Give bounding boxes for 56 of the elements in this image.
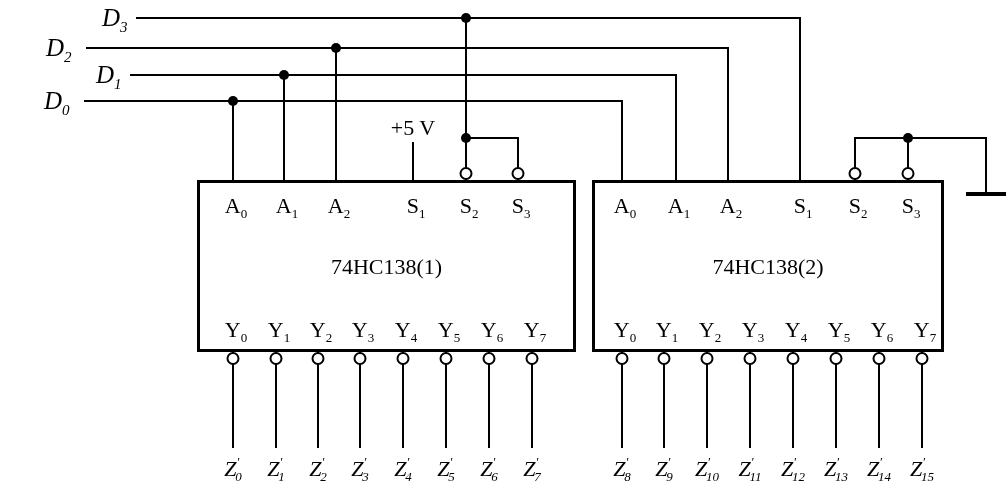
input-label: D$_{2}$ bbox=[46, 34, 86, 62]
pin-label: Y$_{4}$ bbox=[779, 313, 813, 355]
pin-label: A$_{1}$ bbox=[265, 183, 309, 225]
pin-label: Y$_{1}$ bbox=[257, 313, 301, 355]
pin-label: S$_{1}$ bbox=[394, 183, 438, 225]
wire bbox=[657, 351, 671, 449]
chip-label: 74HC138(2) bbox=[711, 253, 825, 281]
wire bbox=[615, 351, 629, 449]
supply-label: +5 V bbox=[380, 114, 446, 142]
pin-label: A$_{0}$ bbox=[603, 183, 647, 225]
pin-label: Y$_{2}$ bbox=[693, 313, 727, 355]
pin-label: S$_{1}$ bbox=[781, 183, 825, 225]
decoder-chip bbox=[197, 180, 576, 352]
wire bbox=[269, 351, 283, 449]
pin-label: Y$_{7}$ bbox=[908, 313, 942, 355]
pin-label: Y$_{5}$ bbox=[427, 313, 471, 355]
wire bbox=[700, 351, 714, 449]
wire bbox=[482, 351, 496, 449]
pin-label: Y$_{0}$ bbox=[608, 313, 642, 355]
pin-label: S$_{2}$ bbox=[836, 183, 880, 225]
wire bbox=[311, 351, 325, 449]
pin-label: A$_{0}$ bbox=[214, 183, 258, 225]
wire bbox=[872, 351, 886, 449]
decoder-chip bbox=[592, 180, 944, 352]
pin-label: Y$_{6}$ bbox=[865, 313, 899, 355]
pin-label: Y$_{4}$ bbox=[384, 313, 428, 355]
wire bbox=[786, 351, 800, 449]
wire bbox=[915, 351, 929, 449]
wire bbox=[743, 351, 757, 449]
wire bbox=[396, 351, 410, 449]
pin-label: Y$_{3}$ bbox=[341, 313, 385, 355]
pin-label: Y$_{5}$ bbox=[822, 313, 856, 355]
input-label: D$_{1}$ bbox=[96, 61, 130, 89]
pin-label: S$_{3}$ bbox=[889, 183, 933, 225]
wire bbox=[353, 351, 367, 449]
pin-label: Y$_{6}$ bbox=[470, 313, 514, 355]
input-label: D$_{0}$ bbox=[44, 87, 84, 115]
pin-label: A$_{1}$ bbox=[657, 183, 701, 225]
wire bbox=[135, 17, 801, 181]
pin-label: Y$_{0}$ bbox=[214, 313, 258, 355]
wire bbox=[439, 351, 453, 449]
input-label: D$_{3}$ bbox=[102, 4, 136, 32]
wire bbox=[525, 351, 539, 449]
pin-label: Y$_{2}$ bbox=[299, 313, 343, 355]
pin-label: Y$_{3}$ bbox=[736, 313, 770, 355]
pin-label: A$_{2}$ bbox=[709, 183, 753, 225]
wire bbox=[226, 351, 240, 449]
pin-label: S$_{2}$ bbox=[447, 183, 491, 225]
pin-label: A$_{2}$ bbox=[317, 183, 361, 225]
pin-label: S$_{3}$ bbox=[499, 183, 543, 225]
pin-label: Y$_{7}$ bbox=[513, 313, 557, 355]
chip-label: 74HC138(1) bbox=[329, 253, 444, 281]
pin-label: Y$_{1}$ bbox=[650, 313, 684, 355]
wire bbox=[829, 351, 843, 449]
ground-symbol bbox=[966, 192, 1006, 196]
wire bbox=[412, 141, 414, 181]
